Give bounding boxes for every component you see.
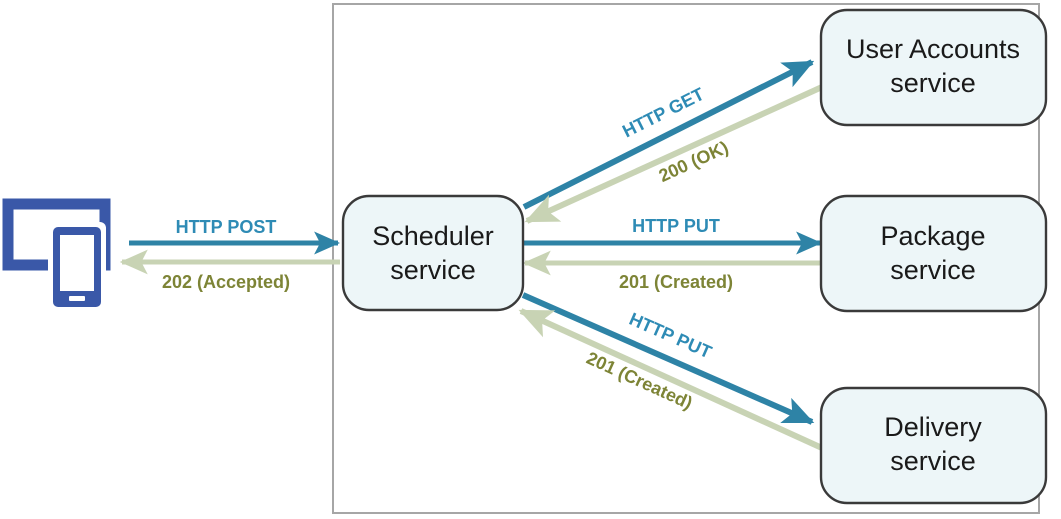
package-service-label-line2: service	[890, 255, 976, 285]
edge-label-http-get: HTTP GET	[619, 84, 707, 142]
user-accounts-service-label-line2: service	[890, 68, 976, 98]
edge-label-201-created-package: 201 (Created)	[619, 272, 733, 292]
scheduler-service-box[interactable]	[341, 194, 525, 312]
node-delivery-service[interactable]: Delivery service	[819, 386, 1048, 505]
edge-label-202-accepted: 202 (Accepted)	[162, 272, 290, 292]
scheduler-service-label-line1: Scheduler	[372, 221, 494, 251]
edge-client-scheduler: HTTP POST 202 (Accepted)	[119, 217, 341, 292]
user-accounts-service-label-line1: User Accounts	[846, 34, 1020, 64]
user-accounts-service-box[interactable]	[819, 8, 1048, 127]
phone-screen	[60, 235, 94, 291]
delivery-service-label-line1: Delivery	[884, 412, 982, 442]
delivery-service-label-line2: service	[890, 446, 976, 476]
response-arrow-200	[524, 84, 824, 224]
edge-scheduler-delivery: HTTP PUT 201 (Created)	[518, 292, 824, 451]
edge-scheduler-package: HTTP PUT 201 (Created)	[521, 216, 823, 292]
request-arrow-http-get	[522, 59, 815, 210]
edge-scheduler-user-accounts: HTTP GET 200 (OK)	[522, 59, 824, 224]
node-user-accounts-service[interactable]: User Accounts service	[819, 8, 1048, 127]
response-arrow-201-delivery	[518, 308, 824, 451]
node-package-service[interactable]: Package service	[819, 194, 1048, 313]
devices-icon	[2, 198, 111, 312]
delivery-service-box[interactable]	[819, 386, 1048, 505]
scheduler-service-label-line2: service	[390, 255, 476, 285]
package-service-box[interactable]	[819, 194, 1048, 313]
request-arrow-http-put-delivery	[521, 292, 815, 425]
edge-label-http-post: HTTP POST	[176, 217, 277, 237]
edge-label-http-put-delivery: HTTP PUT	[626, 309, 714, 363]
node-scheduler-service[interactable]: Scheduler service	[341, 194, 525, 312]
edge-label-http-put-package: HTTP PUT	[632, 216, 720, 236]
phone-home-button	[69, 296, 85, 301]
package-service-label-line1: Package	[880, 221, 985, 251]
